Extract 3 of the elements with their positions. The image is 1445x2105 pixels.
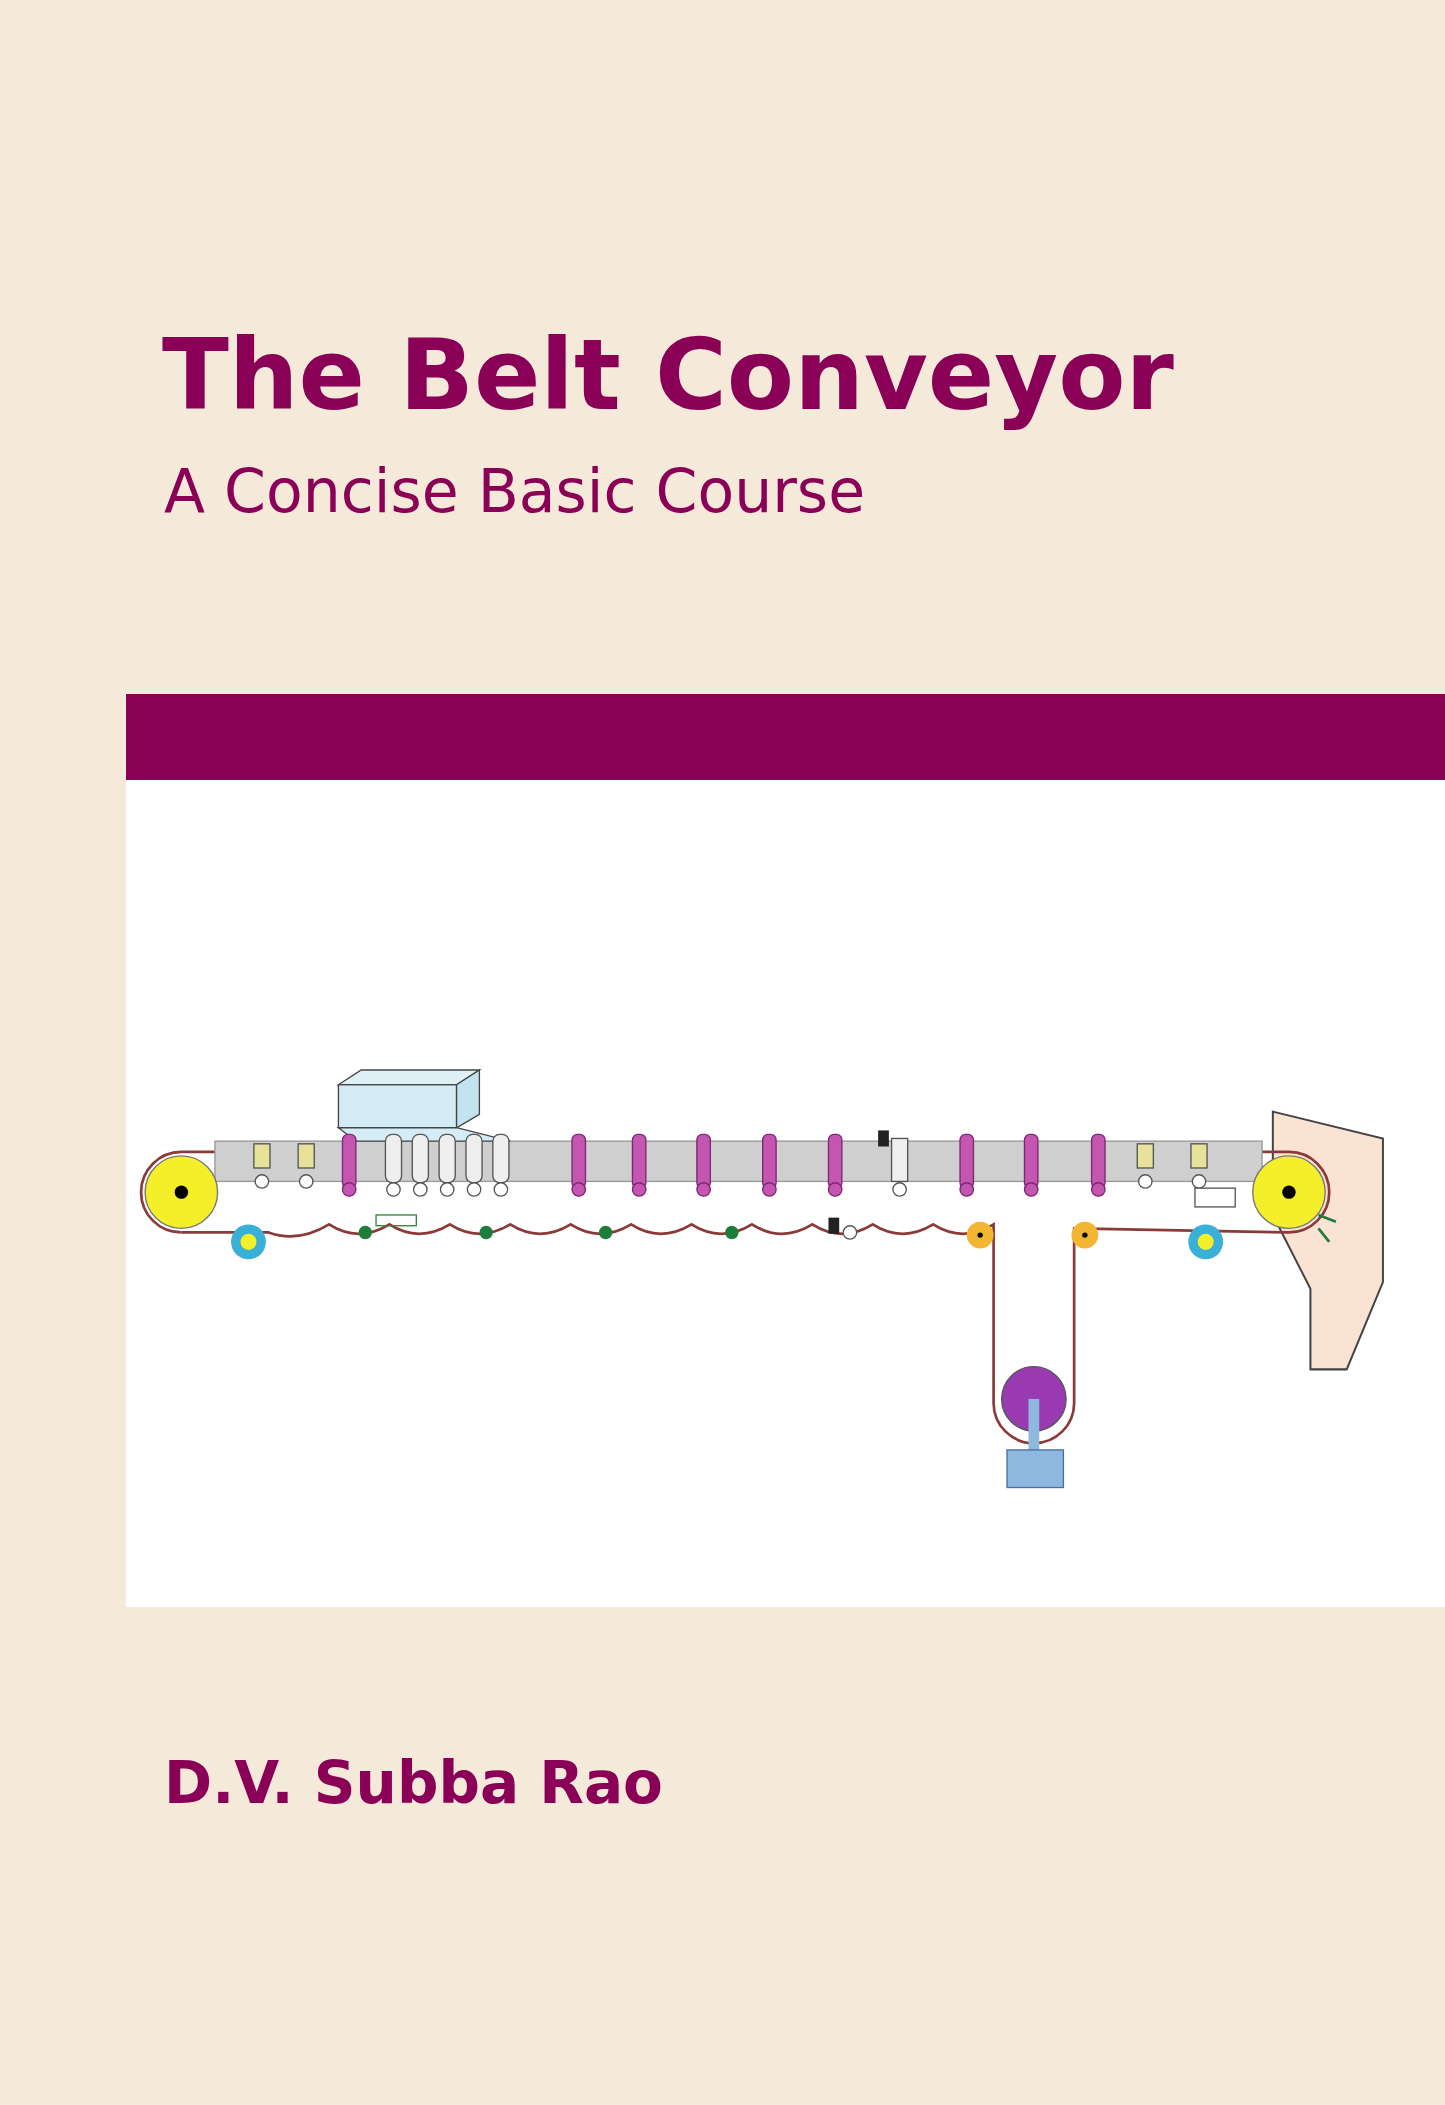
author-name: D.V. Subba Rao bbox=[164, 1752, 663, 1816]
book-title: The Belt Conveyor bbox=[162, 322, 1174, 430]
subtitle: A Concise Basic Course bbox=[164, 458, 866, 524]
